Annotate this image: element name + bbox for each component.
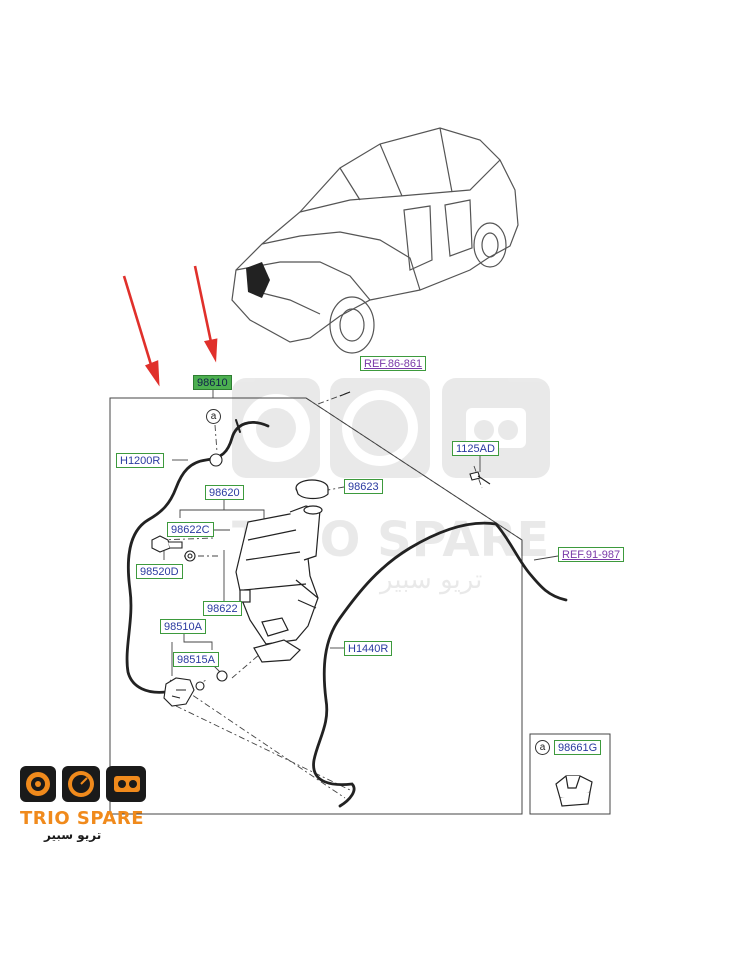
label-98622: 98622 (203, 601, 242, 616)
washer-reservoir (235, 505, 323, 663)
label-1125ad: 1125AD (452, 441, 499, 456)
callout-a-box: a (535, 740, 550, 755)
label-98515a: 98515A (173, 652, 219, 667)
clip-98661g (555, 775, 593, 807)
main-boundary (109, 397, 523, 815)
logo-icons (20, 766, 146, 802)
logo-arabic: تريو سبير (44, 828, 102, 842)
label-h1440r: H1440R (344, 641, 393, 656)
logo-brand: TRIO SPARE (20, 808, 144, 829)
small-parts (151, 391, 491, 707)
hose-h1440r (312, 521, 498, 808)
label-98510a: 98510A (160, 619, 206, 634)
label-98623: 98623 (344, 479, 383, 494)
hose-ref91 (494, 522, 568, 602)
label-98520d: 98520D (136, 564, 183, 579)
label-98620: 98620 (205, 485, 244, 500)
callout-a-top: a (206, 409, 221, 424)
trio-spare-logo: TRIO SPARE تريو سبير (20, 766, 150, 846)
hoses (125, 419, 568, 808)
watermark (232, 378, 550, 478)
hose-h1200r (125, 421, 270, 694)
label-ref-91-987[interactable]: REF.91-987 (558, 547, 625, 562)
car-illustration (231, 127, 519, 354)
label-ref-86-861[interactable]: REF.86-861 (360, 356, 427, 371)
reservoir-location-mark (246, 262, 270, 298)
label-98622c: 98622C (167, 522, 214, 537)
red-arrows (122, 265, 218, 387)
watermark-arabic: تريو سبير (378, 565, 482, 595)
label-98661g: 98661G (554, 740, 602, 755)
filler-cap (295, 479, 329, 500)
label-98610: 98610 (193, 375, 232, 390)
label-h1200r: H1200R (116, 453, 165, 468)
detail-box (529, 733, 611, 815)
